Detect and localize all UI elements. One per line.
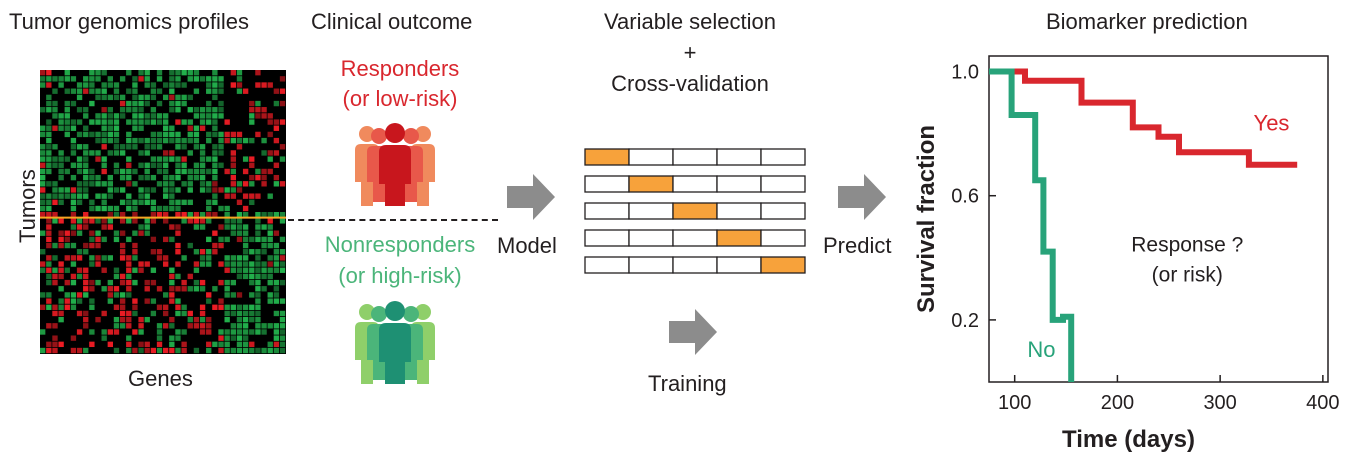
plot-frame: [988, 55, 1329, 383]
y-axis-label: Survival fraction: [913, 125, 940, 313]
cv-training-cell: [584, 256, 630, 274]
genomics-title: Tumor genomics profiles: [9, 9, 250, 34]
responders-sublabel: (or low-risk): [342, 86, 458, 111]
cv-training-cell: [672, 229, 718, 247]
nonresponders-sublabel: (or high-risk): [338, 263, 462, 288]
x-tick-label: 100: [998, 392, 1031, 414]
cv-training-cell: [672, 148, 718, 166]
cv-training-cell: [672, 175, 718, 193]
prediction-title: Biomarker prediction: [1046, 9, 1248, 34]
cv-training-cell: [760, 202, 806, 220]
nonresponders-label: Nonresponders: [324, 232, 476, 257]
cv-training-cell: [760, 175, 806, 193]
cv-training-cell: [584, 202, 630, 220]
nonresponders-group-icon: [355, 300, 435, 389]
cv-training-cell: [628, 229, 674, 247]
survival-curve-yes: [989, 68, 1298, 168]
cv-validation-cell: [628, 175, 674, 193]
predict-label: Predict: [823, 233, 892, 258]
cross-validation-grid: [584, 148, 806, 274]
survival-curve-no: [989, 68, 1075, 382]
predict-arrow-icon: [838, 174, 886, 220]
x-tick-label: 200: [1101, 392, 1134, 414]
cv-training-cell: [716, 202, 762, 220]
cv-validation-cell: [716, 229, 762, 247]
responders-group-icon: [355, 122, 435, 211]
cv-validation-cell: [760, 256, 806, 274]
cv-training-cell: [760, 229, 806, 247]
series-label-no: No: [1027, 337, 1055, 362]
outcome-title: Clinical outcome: [311, 9, 473, 34]
y-tick-label: 0.6: [951, 186, 979, 208]
cv-training-cell: [760, 148, 806, 166]
heatmap-xlabel: Genes: [128, 366, 193, 391]
training-label: Training: [648, 371, 727, 396]
selection-title-plus: +: [683, 40, 697, 65]
model-label: Model: [497, 233, 557, 258]
selection-title-line2: Cross-validation: [611, 71, 769, 96]
cv-training-cell: [584, 175, 630, 193]
cv-training-cell: [716, 148, 762, 166]
series-label-yes: Yes: [1254, 111, 1290, 136]
cv-training-cell: [628, 256, 674, 274]
cv-training-cell: [584, 229, 630, 247]
cv-training-cell: [716, 256, 762, 274]
group-divider-line: [288, 219, 498, 221]
model-arrow-icon: [507, 174, 555, 220]
cv-validation-cell: [672, 202, 718, 220]
y-tick-label: 1.0: [951, 62, 979, 84]
x-tick-label: 400: [1306, 392, 1339, 414]
cv-training-cell: [672, 256, 718, 274]
x-axis-label: Time (days): [1062, 426, 1195, 453]
expression-heatmap: [40, 70, 286, 354]
training-arrow-icon: [669, 309, 717, 355]
selection-title-line1: Variable selection: [603, 9, 777, 34]
y-tick-label: 0.2: [951, 310, 979, 332]
x-tick-label: 300: [1203, 392, 1236, 414]
responders-label: Responders: [340, 56, 460, 81]
risk-annotation: (or risk): [1152, 264, 1223, 287]
cv-validation-cell: [584, 148, 630, 166]
response-annotation: Response ?: [1131, 234, 1243, 257]
cv-training-cell: [716, 175, 762, 193]
cv-training-cell: [628, 202, 674, 220]
cv-training-cell: [628, 148, 674, 166]
heatmap-ylabel: Tumors: [15, 169, 40, 243]
